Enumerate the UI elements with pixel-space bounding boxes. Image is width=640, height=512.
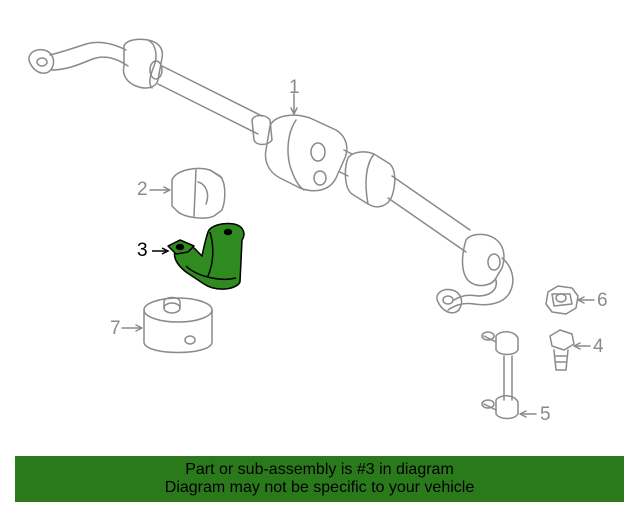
callout-2: 2 (137, 179, 148, 200)
banner-line-1: Part or sub-assembly is #3 in diagram (185, 461, 454, 478)
stabilizer-link-part-5 (481, 331, 519, 420)
nut-part-6 (545, 285, 579, 315)
callout-1: 1 (289, 77, 300, 98)
leader-part-3 (152, 247, 170, 255)
bolt-part-4 (549, 329, 575, 371)
callout-7: 7 (110, 318, 121, 339)
callout-4: 4 (593, 336, 604, 357)
callout-3: 3 (137, 240, 148, 261)
info-banner: Part or sub-assembly is #3 in diagram Di… (15, 456, 624, 502)
callout-6: 6 (597, 290, 608, 311)
mount-part-7 (143, 296, 213, 354)
banner-line-2: Diagram may not be specific to your vehi… (164, 479, 475, 496)
bracket-part-3-highlighted (167, 222, 245, 290)
stabilizer-bar-part-1 (28, 38, 514, 314)
bushing-part-2 (171, 167, 226, 219)
callout-5: 5 (540, 404, 551, 425)
leader-lines (121, 93, 595, 418)
